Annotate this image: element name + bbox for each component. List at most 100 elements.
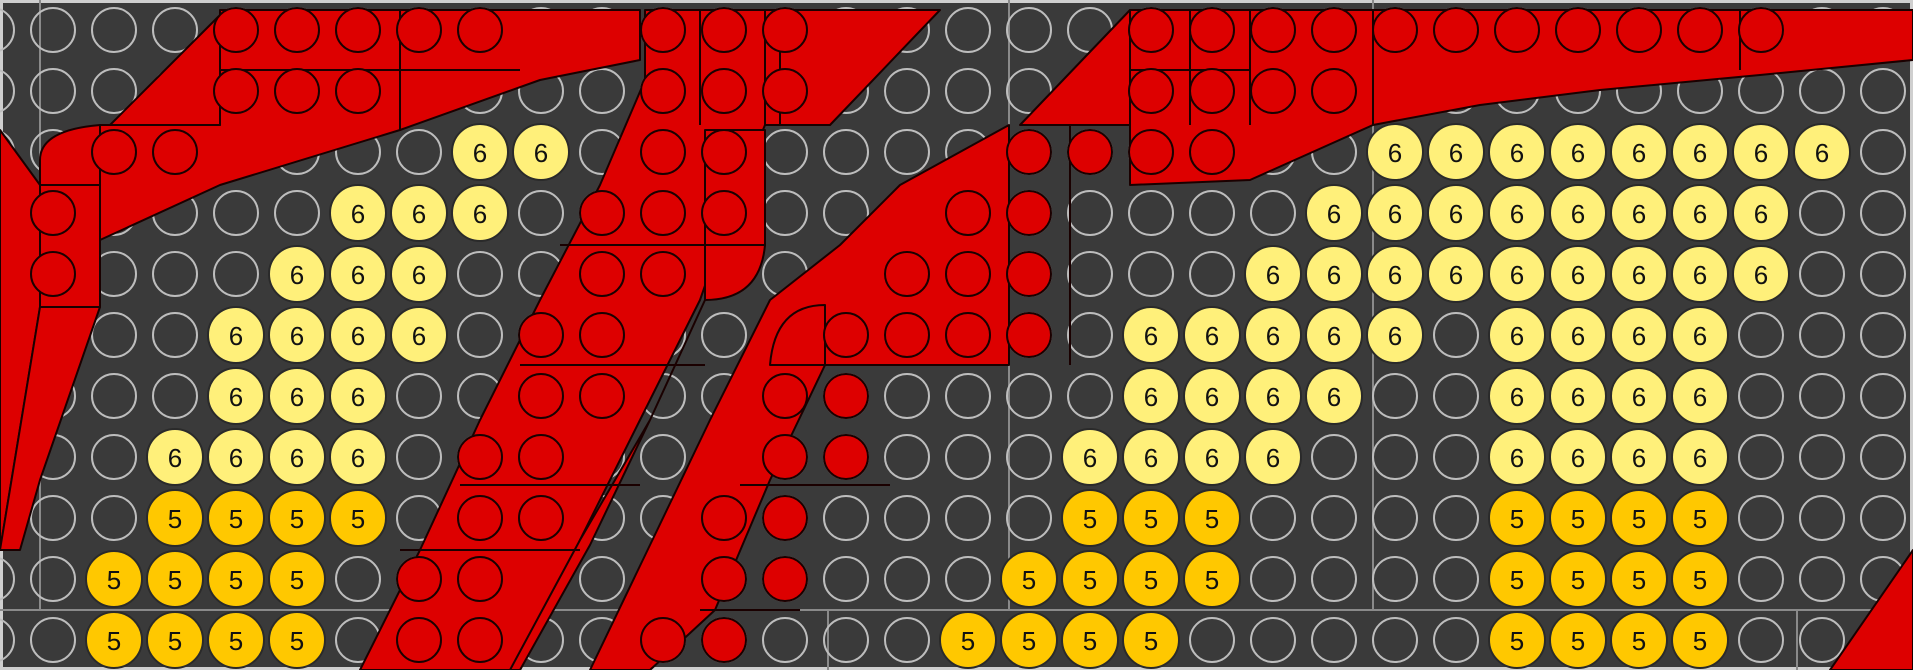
tile-6: 6 <box>1489 368 1545 424</box>
tile-number: 6 <box>1571 138 1585 168</box>
tile-6: 6 <box>330 185 386 241</box>
tile-number: 5 <box>1571 626 1585 656</box>
tile-number: 5 <box>1205 504 1219 534</box>
tile-6: 6 <box>1367 307 1423 363</box>
brick-stud <box>519 374 563 418</box>
tile-6: 6 <box>330 246 386 302</box>
tile-6: 6 <box>1428 246 1484 302</box>
tile-number: 6 <box>1693 199 1707 229</box>
brick-stud <box>1617 8 1661 52</box>
tile-number: 6 <box>1693 382 1707 412</box>
tile-number: 6 <box>1083 443 1097 473</box>
tile-number: 6 <box>1693 138 1707 168</box>
tile-6: 6 <box>1184 368 1240 424</box>
tile-number: 6 <box>1388 199 1402 229</box>
tile-number: 5 <box>1144 626 1158 656</box>
brick-stud <box>214 69 258 113</box>
brick-stud <box>946 313 990 357</box>
tile-number: 6 <box>1632 138 1646 168</box>
tile-6: 6 <box>1245 307 1301 363</box>
tile-number: 6 <box>412 260 426 290</box>
brick-stud <box>641 130 685 174</box>
tile-number: 5 <box>1205 565 1219 595</box>
tile-number: 5 <box>1632 565 1646 595</box>
tile-number: 5 <box>1083 565 1097 595</box>
tile-number: 5 <box>229 504 243 534</box>
tile-number: 6 <box>351 321 365 351</box>
tile-number: 5 <box>168 565 182 595</box>
tile-6: 6 <box>330 368 386 424</box>
brick-stud <box>31 191 75 235</box>
tile-5: 5 <box>269 490 325 546</box>
brick-stud <box>580 374 624 418</box>
tile-number: 6 <box>290 382 304 412</box>
tile-6: 6 <box>1672 429 1728 485</box>
brick-stud <box>1312 8 1356 52</box>
tile-5: 5 <box>1489 612 1545 668</box>
tile-number: 6 <box>1144 443 1158 473</box>
brick-stud <box>397 557 441 601</box>
brick-stud <box>702 69 746 113</box>
tile-number: 6 <box>1327 382 1341 412</box>
tile-number: 5 <box>168 504 182 534</box>
tile-6: 6 <box>1611 246 1667 302</box>
tile-6: 6 <box>1733 124 1789 180</box>
brick-stud <box>824 313 868 357</box>
tile-number: 6 <box>1571 443 1585 473</box>
tile-6: 6 <box>208 429 264 485</box>
tile-6: 6 <box>1428 185 1484 241</box>
tile-5: 5 <box>1123 612 1179 668</box>
brick-stud <box>1007 313 1051 357</box>
brick-stud <box>763 557 807 601</box>
tile-number: 6 <box>1327 321 1341 351</box>
tile-6: 6 <box>1489 429 1545 485</box>
tile-6: 6 <box>269 429 325 485</box>
tile-6: 6 <box>1611 429 1667 485</box>
brick-stud <box>702 8 746 52</box>
tile-number: 6 <box>1205 382 1219 412</box>
tile-6: 6 <box>1184 307 1240 363</box>
tile-5: 5 <box>1611 490 1667 546</box>
tile-6: 6 <box>1733 246 1789 302</box>
tile-5: 5 <box>147 490 203 546</box>
tile-6: 6 <box>1489 307 1545 363</box>
tile-5: 5 <box>1550 551 1606 607</box>
brick-stud <box>153 130 197 174</box>
tile-6: 6 <box>1794 124 1850 180</box>
tile-number: 6 <box>473 199 487 229</box>
tile-number: 5 <box>107 565 121 595</box>
brick-stud <box>946 191 990 235</box>
brick-stud <box>1495 8 1539 52</box>
tile-6: 6 <box>1550 307 1606 363</box>
tile-number: 5 <box>351 504 365 534</box>
tile-number: 6 <box>290 321 304 351</box>
brick-stud <box>92 130 136 174</box>
brick-stud <box>31 252 75 296</box>
tile-number: 6 <box>1571 382 1585 412</box>
tile-6: 6 <box>452 185 508 241</box>
tile-5: 5 <box>86 551 142 607</box>
tile-number: 5 <box>290 626 304 656</box>
brick-stud <box>641 191 685 235</box>
brick-stud <box>1251 69 1295 113</box>
brick-stud <box>946 252 990 296</box>
tile-5: 5 <box>1611 612 1667 668</box>
tile-6: 6 <box>1367 246 1423 302</box>
tile-6: 6 <box>1306 368 1362 424</box>
tile-number: 6 <box>1815 138 1829 168</box>
tile-6: 6 <box>1489 185 1545 241</box>
tile-number: 6 <box>290 260 304 290</box>
tile-5: 5 <box>1062 551 1118 607</box>
brick-stud <box>641 8 685 52</box>
tile-number: 6 <box>1388 321 1402 351</box>
tile-5: 5 <box>208 490 264 546</box>
tile-6: 6 <box>391 185 447 241</box>
brick-stud <box>519 435 563 479</box>
tile-number: 6 <box>1266 260 1280 290</box>
tile-number: 5 <box>1144 565 1158 595</box>
tile-6: 6 <box>1611 307 1667 363</box>
brick-stud <box>336 8 380 52</box>
tile-number: 5 <box>1083 626 1097 656</box>
tile-5: 5 <box>1123 551 1179 607</box>
